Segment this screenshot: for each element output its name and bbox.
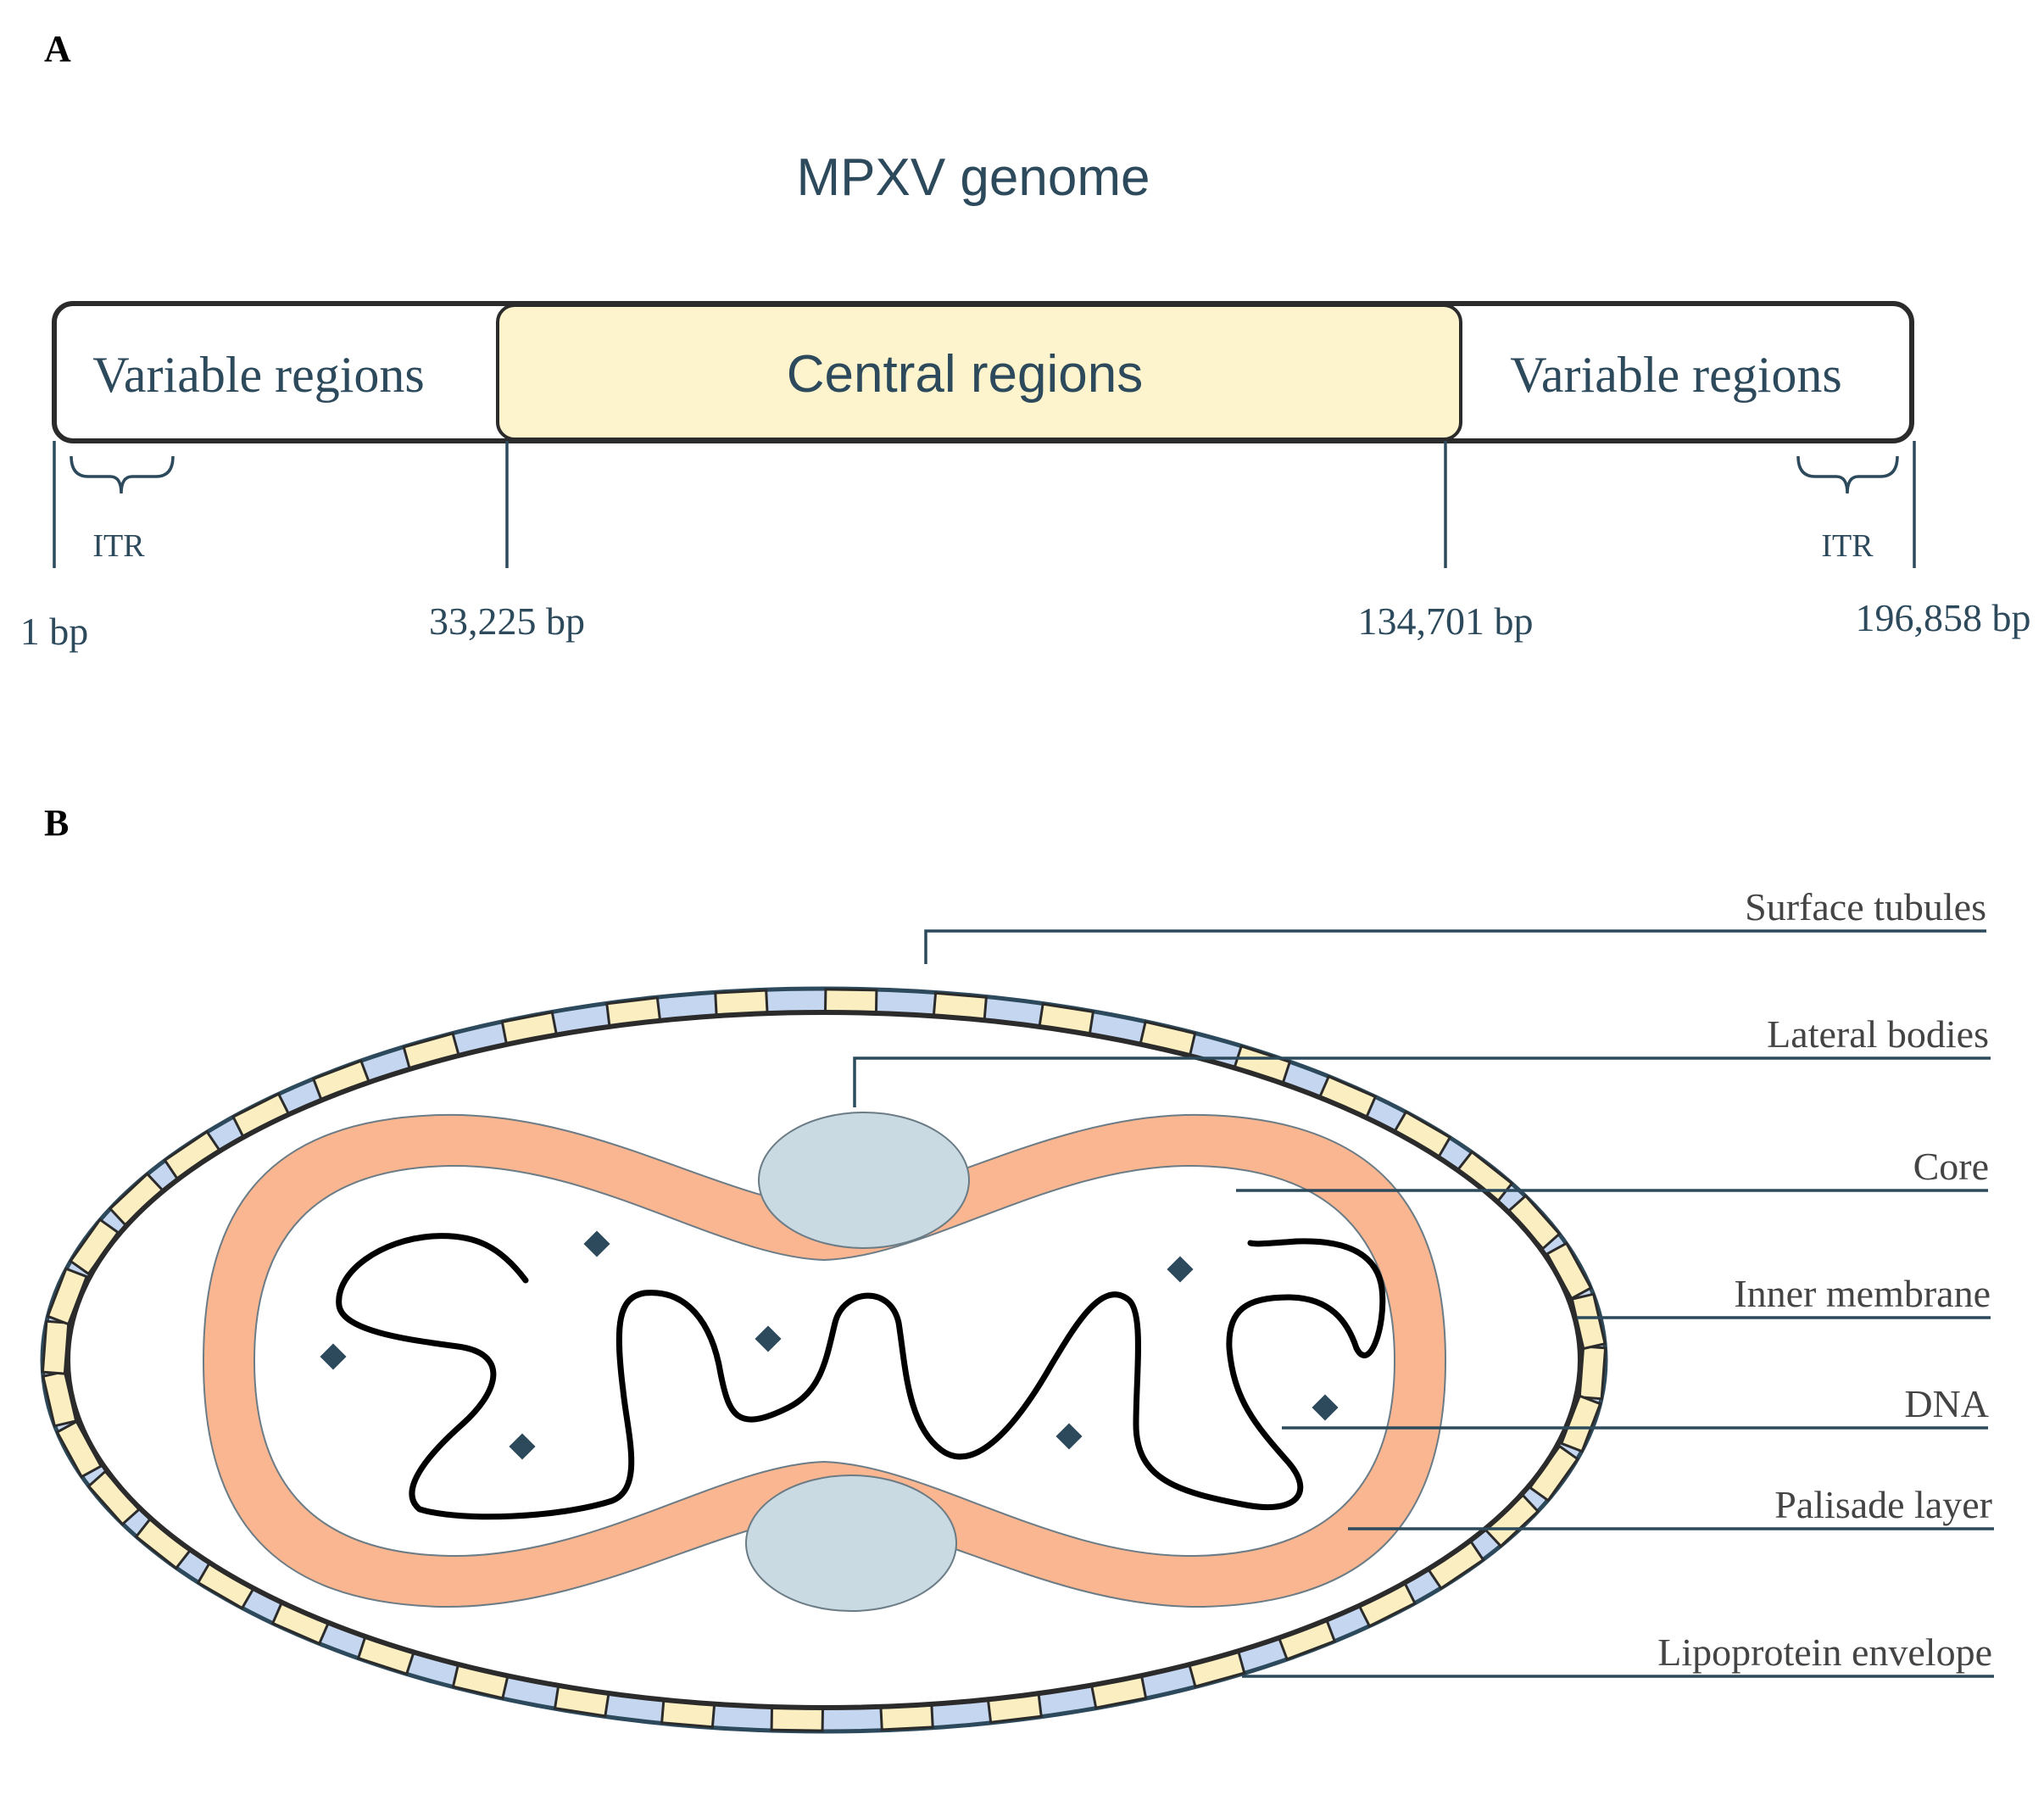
genome-title: MPXV genome (797, 148, 1150, 207)
position-label-1: 1 bp (20, 610, 89, 653)
itr-right-brace (1796, 455, 1899, 494)
itr-right-label: ITR (1821, 528, 1874, 564)
itr-left-brace (70, 455, 175, 494)
surface-tubule (1578, 1345, 1607, 1401)
palisade-layer-label: Palisade layer (1774, 1483, 1992, 1526)
central-region-label: Central regions (787, 345, 1143, 404)
variable-region-left-label: Variable regions (92, 347, 425, 403)
leader-lateral-bodies (853, 1056, 1991, 1107)
lateral-bodies-label: Lateral bodies (1767, 1012, 1989, 1056)
dna-strand (336, 1233, 1386, 1520)
core-label: Core (1913, 1145, 1989, 1188)
surface-tubule (41, 1319, 70, 1375)
central-region-box (496, 304, 1462, 441)
lipoprotein-envelope-label: Lipoprotein envelope (1657, 1631, 1992, 1674)
surface-tubule (770, 1706, 825, 1732)
panel-a-letter: A (44, 28, 71, 70)
inner-membrane-label: Inner membrane (1734, 1272, 1991, 1315)
leader-surface-tubules (924, 929, 1986, 964)
itr-left-label: ITR (92, 528, 145, 564)
position-label-3: 134,701 bp (1358, 599, 1534, 643)
lateral-body-top (758, 1112, 970, 1249)
surface-tubules-label: Surface tubules (1745, 885, 1986, 928)
dna-label: DNA (1904, 1382, 1989, 1425)
surface-tubule (823, 988, 878, 1014)
position-label-4: 196,858 bp (1856, 596, 2031, 639)
position-label-2: 33,225 bp (429, 599, 585, 643)
lateral-body-bottom (745, 1474, 957, 1612)
panel-b-letter: B (44, 802, 69, 844)
variable-region-right-label: Variable regions (1510, 347, 1842, 403)
